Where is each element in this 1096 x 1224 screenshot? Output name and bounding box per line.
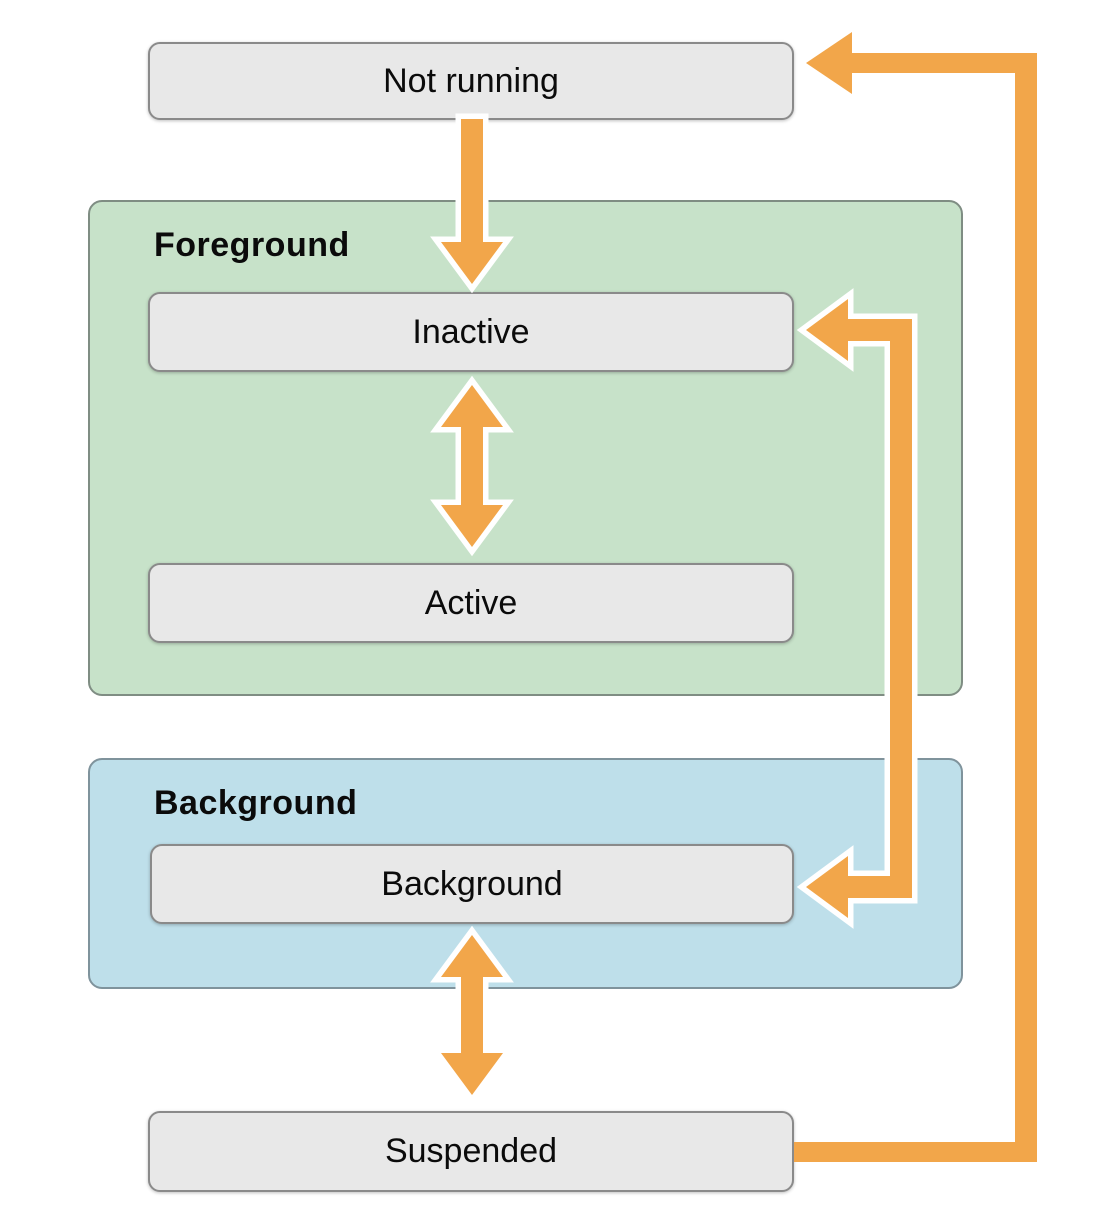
foreground-container-label: Foreground [154, 226, 350, 264]
background-container-label: Background [154, 784, 358, 822]
state-label-background: Background [381, 864, 563, 903]
state-label-suspended: Suspended [384, 1132, 558, 1170]
state-box-inactive: Inactive [148, 292, 794, 372]
state-label-not-running: Not running [383, 61, 559, 100]
state-box-not-running: Not running [148, 42, 794, 120]
state-box-active: Active [148, 563, 794, 643]
state-label-inactive: Inactive [412, 312, 530, 351]
state-label-active: Active [424, 583, 518, 622]
state-box-background: Background [150, 844, 794, 924]
state-box-suspended: Suspended [148, 1111, 794, 1192]
